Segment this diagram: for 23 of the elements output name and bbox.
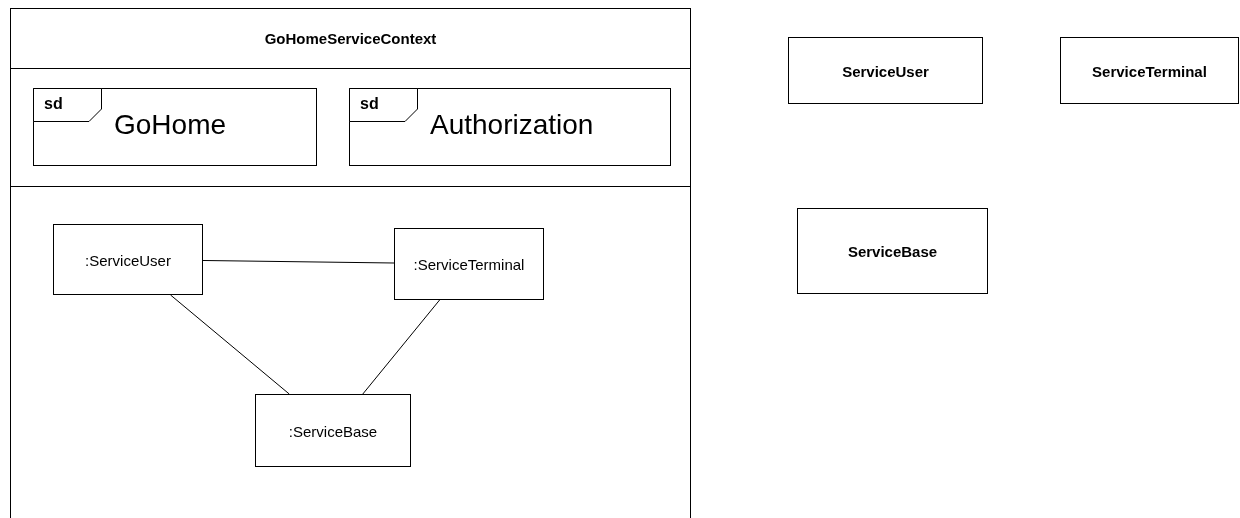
- class-box: [797, 208, 988, 294]
- class-box: [788, 37, 983, 104]
- interaction-frame: [33, 88, 317, 166]
- class-name: ServiceBase: [846, 242, 939, 260]
- class-name: ServiceUser: [841, 62, 930, 79]
- connector: [170, 294, 290, 395]
- part-name: :ServiceBase: [287, 422, 379, 439]
- class-name: ServiceTerminal: [1091, 62, 1208, 79]
- part-box: [53, 224, 203, 295]
- part-box: [394, 228, 544, 300]
- frame-name: Authorization: [430, 109, 594, 141]
- connector: [362, 299, 441, 395]
- context-title: GoHomeServiceContext: [263, 30, 438, 47]
- class-box: [1060, 37, 1239, 104]
- part-name: :ServiceUser: [84, 251, 172, 268]
- part-box: [255, 394, 411, 467]
- context-frame: [10, 8, 691, 518]
- part-name: :ServiceTerminal: [412, 255, 526, 273]
- frame-keyword: sd: [44, 95, 63, 113]
- frame-keyword: sd: [360, 95, 379, 113]
- frame-name: GoHome: [114, 109, 227, 141]
- connector: [202, 260, 395, 264]
- interaction-frame: [349, 88, 671, 166]
